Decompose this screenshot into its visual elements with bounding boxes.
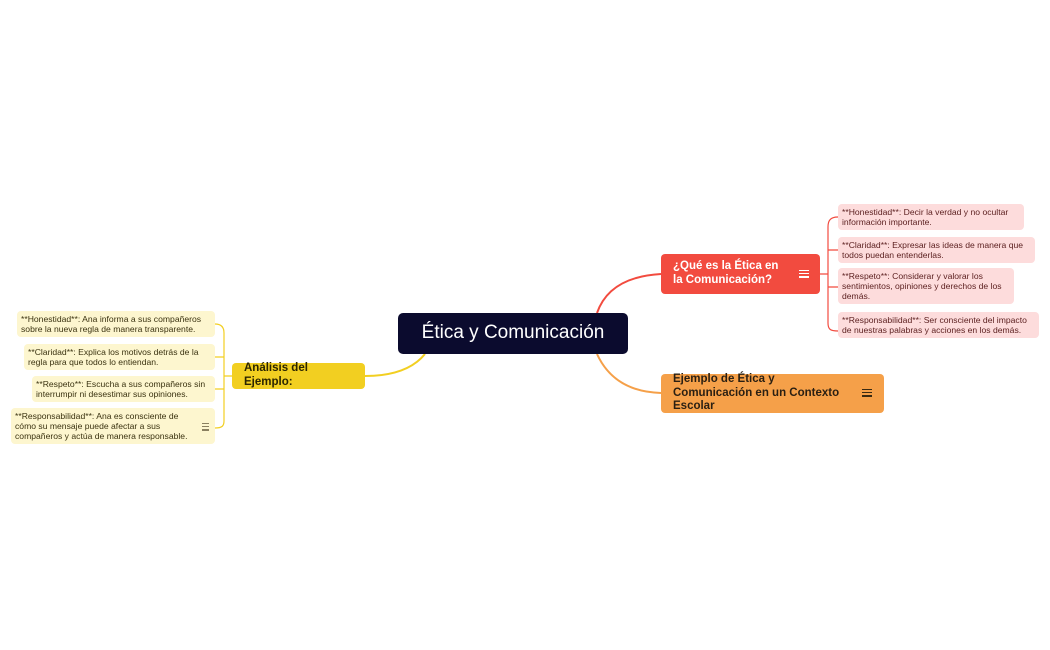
- leaf-label: **Respeto**: Escucha a sus compañeros si…: [36, 379, 206, 400]
- connector-central-analysis: [364, 353, 426, 377]
- branch-example-label: Ejemplo de Ética y Comunicación en un Co…: [673, 373, 840, 413]
- branch-definition-label: ¿Qué es la Ética en la Comunicación?: [673, 260, 779, 286]
- branch-analysis[interactable]: Análisis del Ejemplo:: [232, 362, 365, 389]
- leaf-label: **Responsabilidad**: Ana es consciente d…: [15, 411, 188, 442]
- leaf-definition-responsabilidad[interactable]: **Responsabilidad**: Ser consciente del …: [838, 312, 1039, 339]
- leaf-analysis-respeto[interactable]: **Respeto**: Escucha a sus compañeros si…: [32, 376, 215, 403]
- leaf-label: **Respeto**: Considerar y valorar los se…: [842, 271, 1002, 302]
- leaf-label: **Honestidad**: Ana informa a sus compañ…: [21, 314, 202, 335]
- leaf-analysis-claridad[interactable]: **Claridad**: Explica los motivos detrás…: [24, 344, 215, 371]
- notes-icon[interactable]: [862, 389, 872, 397]
- branch-definition[interactable]: ¿Qué es la Ética en la Comunicación?: [661, 254, 820, 294]
- branch-analysis-label: Análisis del Ejemplo:: [244, 362, 308, 388]
- notes-icon[interactable]: [202, 423, 209, 431]
- leaf-definition-respeto[interactable]: **Respeto**: Considerar y valorar los se…: [838, 268, 1014, 305]
- central-topic[interactable]: Ética y Comunicación: [398, 313, 628, 354]
- leaf-definition-honestidad[interactable]: **Honestidad**: Decir la verdad y no ocu…: [838, 204, 1024, 231]
- connector-central-example: [596, 353, 662, 394]
- connector-analysis-leaves: [214, 323, 232, 429]
- central-topic-label: Ética y Comunicación: [421, 322, 605, 344]
- branch-example[interactable]: Ejemplo de Ética y Comunicación en un Co…: [661, 373, 884, 413]
- leaf-label: **Responsabilidad**: Ser consciente del …: [842, 315, 1027, 336]
- leaf-definition-claridad[interactable]: **Claridad**: Expresar las ideas de mane…: [838, 237, 1035, 264]
- leaf-analysis-responsabilidad[interactable]: **Responsabilidad**: Ana es consciente d…: [11, 408, 215, 445]
- leaf-label: **Claridad**: Explica los motivos detrás…: [28, 347, 199, 368]
- connector-definition-leaves: [820, 216, 839, 332]
- leaf-label: **Honestidad**: Decir la verdad y no ocu…: [842, 207, 1009, 228]
- leaf-label: **Claridad**: Expresar las ideas de mane…: [842, 240, 1024, 261]
- connector-central-definition: [596, 273, 662, 314]
- leaf-analysis-honestidad[interactable]: **Honestidad**: Ana informa a sus compañ…: [17, 311, 215, 338]
- notes-icon[interactable]: [799, 270, 809, 278]
